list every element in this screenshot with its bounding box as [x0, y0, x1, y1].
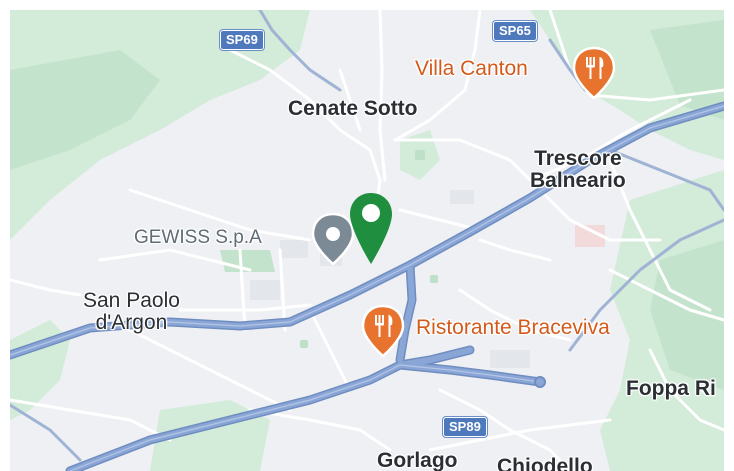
place-label-line: Balneario	[530, 169, 626, 193]
place-label-line: d'Argon	[95, 311, 168, 335]
restaurant-icon[interactable]	[571, 46, 617, 102]
poi-label-braceviva[interactable]: Ristorante Braceviva	[416, 316, 610, 339]
map-canvas[interactable]: SP69 SP65 SP89 Cenate Sotto Trescore Bal…	[10, 10, 724, 471]
minor-roads	[10, 10, 724, 471]
map-pin-icon[interactable]	[346, 190, 396, 268]
restaurant-icon[interactable]	[360, 304, 406, 360]
place-label-line: Trescore	[534, 147, 622, 170]
place-label-foppa[interactable]: Foppa Ri	[626, 377, 716, 400]
place-label-line: San Paolo	[83, 289, 180, 312]
place-label-gorlago[interactable]: Gorlago	[377, 449, 458, 471]
poi-label-gewiss[interactable]: GEWISS S.p.A	[134, 227, 262, 248]
place-label-chiodello[interactable]: Chiodello	[497, 455, 593, 471]
road-shield-sp89: SP89	[443, 417, 487, 437]
road-shield-sp69: SP69	[220, 30, 264, 50]
place-label-trescore[interactable]: Trescore Balneario	[530, 147, 626, 193]
business-pin-icon[interactable]	[310, 212, 356, 268]
place-label-san-paolo[interactable]: San Paolo d'Argon	[83, 289, 180, 335]
place-label-cenate-sotto[interactable]: Cenate Sotto	[288, 97, 418, 120]
building-blocks	[250, 190, 605, 368]
green-areas-dark	[10, 20, 724, 390]
road-shield-sp65: SP65	[493, 21, 537, 41]
poi-label-villa-canton[interactable]: Villa Canton	[415, 57, 528, 80]
